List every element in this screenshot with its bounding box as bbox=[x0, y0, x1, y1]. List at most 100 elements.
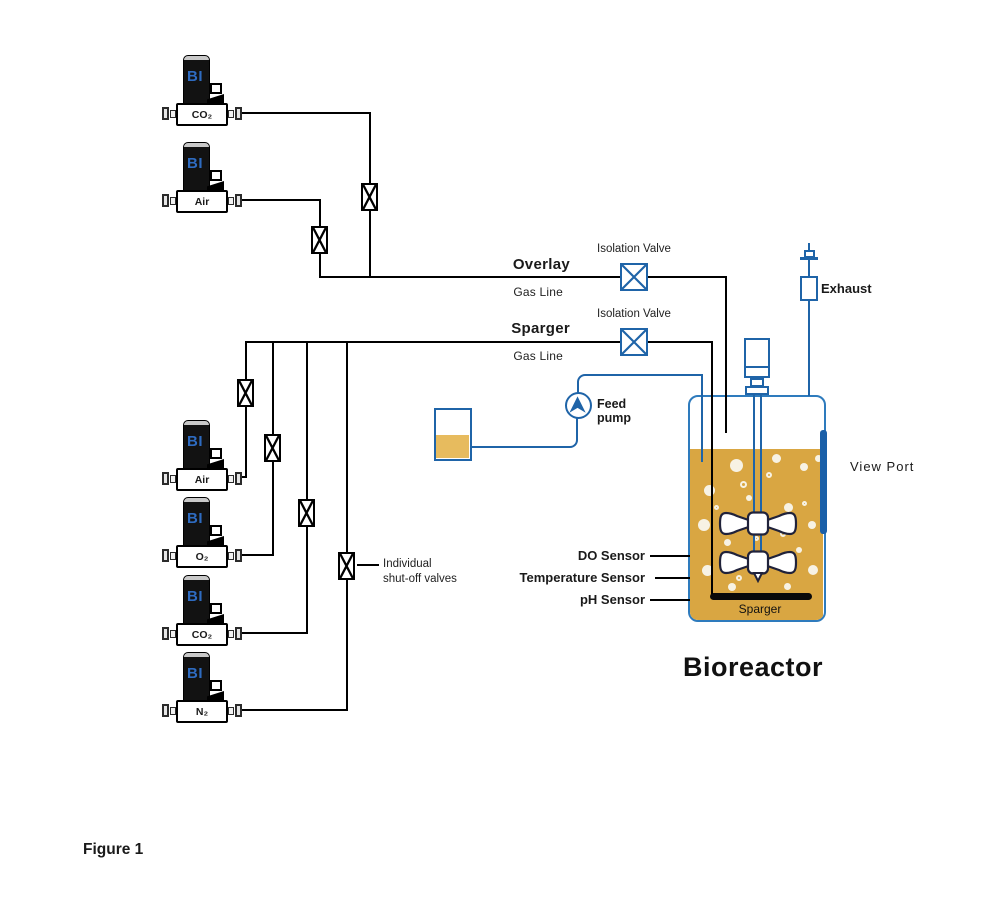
fitting bbox=[228, 475, 234, 483]
isolation-valve-sparger bbox=[620, 328, 648, 356]
fitting bbox=[170, 475, 176, 483]
sparger-bar-label: Sparger bbox=[738, 602, 782, 616]
exhaust-filter bbox=[800, 276, 818, 301]
gas-label: Air bbox=[176, 468, 228, 491]
shutoff-valve-sparger-n2 bbox=[338, 552, 355, 580]
bubble bbox=[704, 485, 715, 496]
fitting bbox=[170, 630, 176, 638]
isolation-valve-overlay bbox=[620, 263, 648, 291]
pipe-overlay-air bbox=[242, 199, 321, 201]
fitting bbox=[228, 630, 234, 638]
view-port-label: View Port bbox=[850, 459, 915, 474]
bubble bbox=[746, 495, 752, 501]
impeller-icon bbox=[718, 511, 798, 536]
bubble bbox=[728, 583, 736, 591]
gas-label: N₂ bbox=[176, 700, 228, 723]
pipe-overlay-drop bbox=[725, 276, 727, 433]
fitting bbox=[162, 627, 169, 640]
bioreactor-vessel: Sparger bbox=[688, 395, 826, 622]
mfc-overlay-air: BI Air bbox=[162, 142, 242, 213]
do-sensor-line bbox=[650, 555, 690, 557]
pipe-feed-discharge bbox=[577, 374, 703, 394]
figure-caption: Figure 1 bbox=[83, 841, 144, 858]
fitting bbox=[162, 194, 169, 207]
fitting bbox=[170, 110, 176, 118]
pipe-exhaust bbox=[808, 258, 810, 277]
fitting bbox=[170, 552, 176, 560]
feed-reservoir bbox=[434, 408, 472, 461]
bubble bbox=[802, 501, 807, 506]
fitting bbox=[228, 197, 234, 205]
exhaust-cap bbox=[804, 250, 815, 258]
view-port bbox=[820, 430, 827, 534]
pipe-sparger-dip-tube bbox=[711, 341, 713, 594]
pipe-sparger-gas-line bbox=[245, 341, 713, 343]
pipe-feed-drop bbox=[701, 375, 703, 462]
pipe-sparger-air bbox=[242, 476, 247, 478]
agitator-shaft bbox=[753, 393, 755, 569]
mfc-display bbox=[210, 525, 222, 536]
fitting bbox=[162, 472, 169, 485]
agitator-motor bbox=[744, 366, 770, 368]
shutoff-valves-label-line1: Individual bbox=[383, 558, 432, 570]
mfc-tower: BI bbox=[183, 55, 210, 105]
bubble bbox=[698, 519, 710, 531]
fitting bbox=[170, 197, 176, 205]
ph-sensor-line bbox=[650, 599, 690, 601]
brand-logo: BI bbox=[187, 510, 203, 527]
sparger-line-subtitle: Gas Line bbox=[513, 349, 563, 363]
bubble bbox=[736, 575, 742, 581]
mfc-tower: BI bbox=[183, 420, 210, 470]
pipe-sparger-co2 bbox=[242, 632, 308, 634]
feed-pump-label: Feed pump bbox=[597, 397, 632, 425]
pipe-sparger-air bbox=[245, 341, 247, 478]
fitting bbox=[228, 707, 234, 715]
mfc-display bbox=[207, 459, 224, 468]
overlay-line-title: Overlay bbox=[512, 256, 570, 273]
bubble bbox=[800, 463, 808, 471]
shutoff-valve-sparger-air bbox=[237, 379, 254, 407]
brand-logo: BI bbox=[187, 433, 203, 450]
gas-label: CO₂ bbox=[176, 103, 228, 126]
mfc-sparger-air: BI Air bbox=[162, 420, 242, 491]
overlay-line-subtitle: Gas Line bbox=[513, 285, 563, 299]
bubble bbox=[808, 521, 816, 529]
gas-label: O₂ bbox=[176, 545, 228, 568]
temperature-sensor-label: Temperature Sensor bbox=[519, 570, 645, 585]
pipe-sparger-co2 bbox=[306, 341, 308, 634]
shutoff-valve-sparger-co2 bbox=[298, 499, 315, 527]
brand-logo: BI bbox=[187, 588, 203, 605]
shutoff-valve-sparger-o2 bbox=[264, 434, 281, 462]
bubble bbox=[784, 583, 791, 590]
mfc-sparger-co2: BI CO₂ bbox=[162, 575, 242, 646]
brand-logo: BI bbox=[187, 155, 203, 172]
feed-liquid bbox=[436, 435, 469, 458]
mfc-sparger-o2: BI O₂ bbox=[162, 497, 242, 568]
mfc-display bbox=[210, 83, 222, 94]
pipe-overlay-gas-line bbox=[319, 276, 727, 278]
shutoff-valves-label-line2: shut-off valves bbox=[383, 573, 457, 585]
mfc-display bbox=[207, 181, 224, 190]
bubble bbox=[808, 565, 818, 575]
mfc-display bbox=[207, 94, 224, 103]
fitting bbox=[235, 107, 242, 120]
temperature-sensor-line bbox=[655, 577, 690, 579]
mfc-overlay-co2: BI CO₂ bbox=[162, 55, 242, 126]
mfc-display bbox=[210, 603, 222, 614]
bubble bbox=[730, 459, 743, 472]
fitting bbox=[162, 549, 169, 562]
brand-logo: BI bbox=[187, 665, 203, 682]
fitting bbox=[162, 107, 169, 120]
mfc-tower: BI bbox=[183, 142, 210, 192]
bubble bbox=[784, 503, 793, 512]
shutoff-valves-label: Individual shut-off valves bbox=[383, 557, 463, 587]
mfc-tower: BI bbox=[183, 497, 210, 547]
exhaust-label: Exhaust bbox=[821, 281, 872, 296]
pipe-exhaust bbox=[808, 300, 810, 396]
pipe-sparger-n2 bbox=[346, 341, 348, 711]
fitting bbox=[228, 110, 234, 118]
mfc-sparger-n2: BI N₂ bbox=[162, 652, 242, 723]
mfc-display bbox=[210, 448, 222, 459]
agitator-motor bbox=[744, 338, 770, 378]
